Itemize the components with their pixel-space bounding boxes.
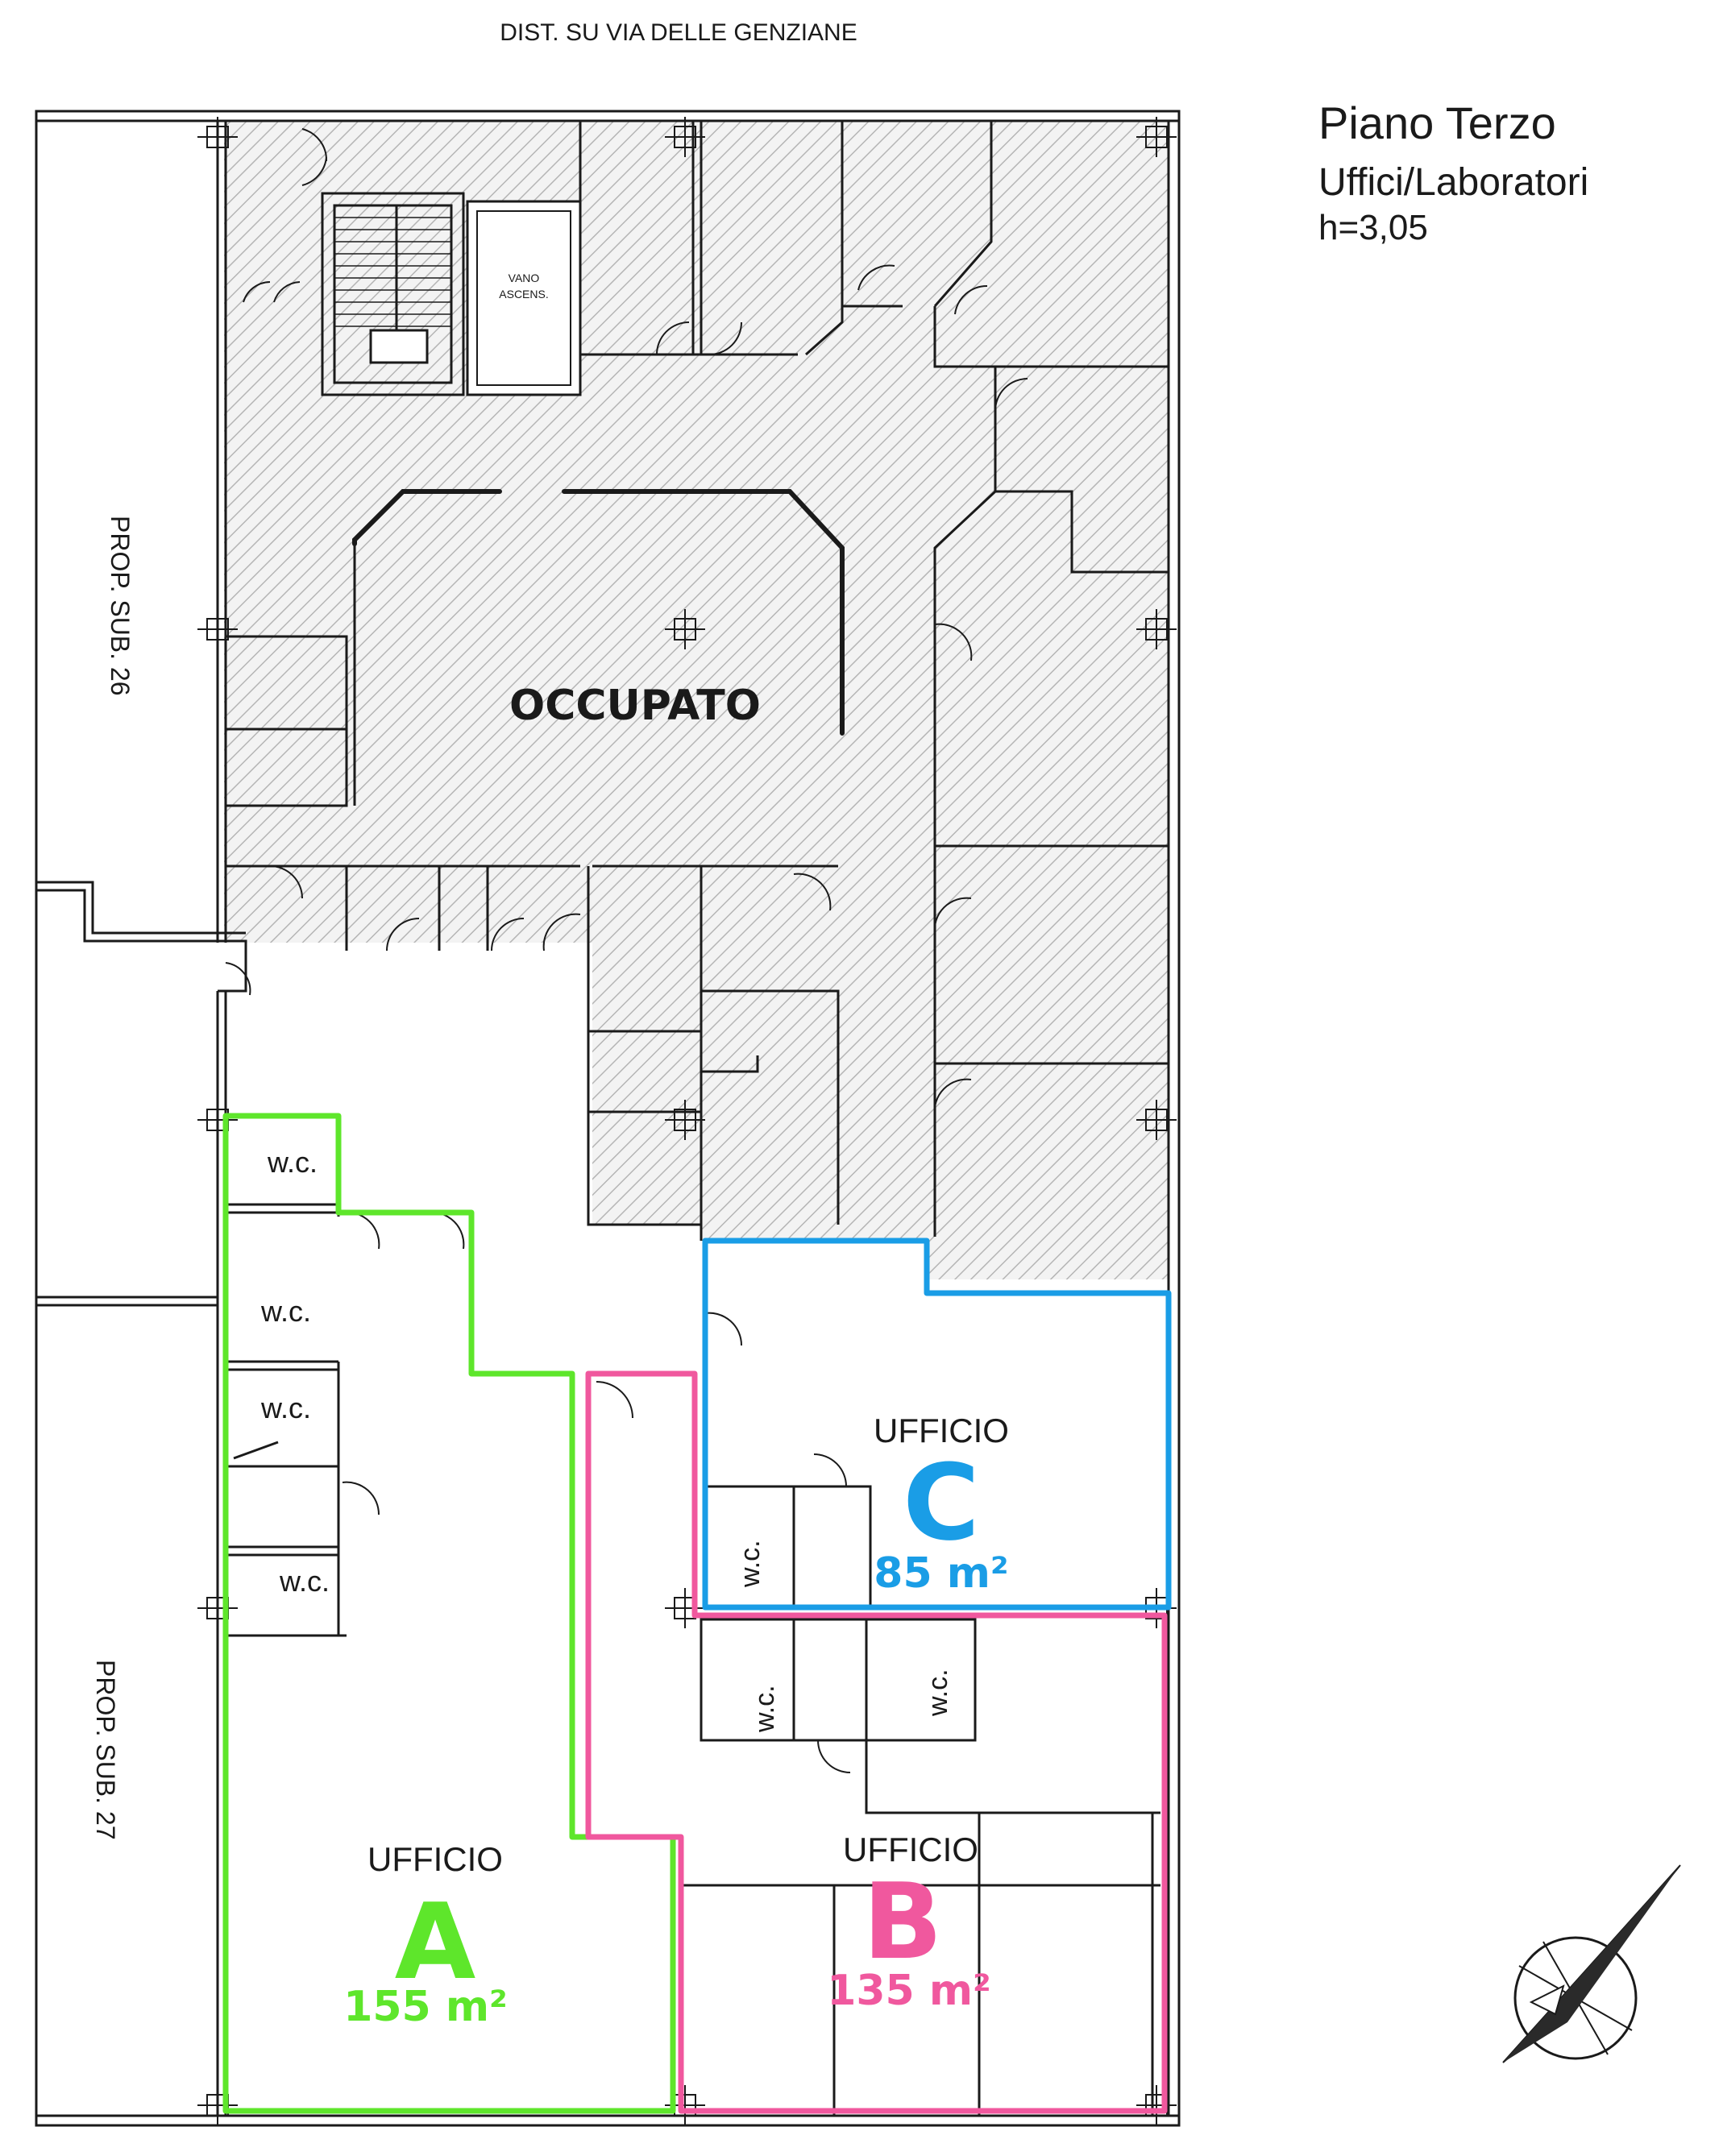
wc-label: w.c. (279, 1565, 330, 1598)
unit-label-b: UFFICIO B 135 m² (827, 1831, 991, 2015)
staircase (321, 192, 465, 396)
unit-area: 85 m² (874, 1549, 1008, 1598)
unit-outline-a (222, 1113, 676, 2114)
wc-label: w.c. (267, 1146, 318, 1179)
elevator-label-line2: ASCENS. (499, 288, 548, 301)
neighbor-label-upper: PROP. SUB. 26 (106, 516, 135, 696)
floor-title: Piano Terzo (1318, 97, 1556, 148)
wc-label: w.c. (260, 1295, 311, 1328)
wc-label: w.c. (749, 1685, 780, 1733)
wc-label: w.c. (923, 1669, 953, 1717)
north-arrow-icon (1502, 1864, 1681, 2063)
wc-label: w.c. (260, 1391, 311, 1424)
unit-outline-c (702, 1238, 1172, 1611)
unit-outline-b (585, 1370, 1168, 2114)
unit-kind: UFFICIO (367, 1840, 503, 1878)
unit-letter: B (862, 1860, 942, 1983)
unit-area: 155 m² (343, 1983, 508, 2031)
unit-label-c: UFFICIO C 85 m² (874, 1412, 1009, 1598)
wc-label: w.c. (735, 1540, 766, 1588)
elevator-shaft: VANO ASCENS. (466, 200, 582, 396)
unit-label-a: UFFICIO A 155 m² (343, 1840, 508, 2031)
central-partitions (352, 489, 845, 736)
floor-height: h=3,05 (1318, 208, 1428, 247)
wc-labels: w.c. w.c. w.c. w.c. w.c. w.c. w.c. (260, 1146, 953, 1733)
building-outline (35, 110, 1181, 2127)
door-arcs-units (342, 1211, 851, 1773)
elevator-label-line1: VANO (509, 272, 540, 284)
unit-area: 135 m² (827, 1967, 991, 2015)
door-arcs-occupied (225, 128, 1028, 1117)
unit-kind: UFFICIO (874, 1412, 1009, 1449)
street-label: DIST. SU VIA DELLE GENZIANE (500, 19, 857, 46)
floor-use: Uffici/Laboratori (1318, 161, 1588, 204)
neighbor-label-lower: PROP. SUB. 27 (91, 1660, 120, 1840)
unit-letter: C (903, 1441, 979, 1564)
unit-letter: A (395, 1880, 476, 2003)
occupied-area (224, 121, 1169, 1279)
interior-walls-units (226, 1124, 1160, 2116)
unit-kind: UFFICIO (843, 1831, 978, 1868)
occupied-label: OCCUPATO (509, 682, 761, 730)
